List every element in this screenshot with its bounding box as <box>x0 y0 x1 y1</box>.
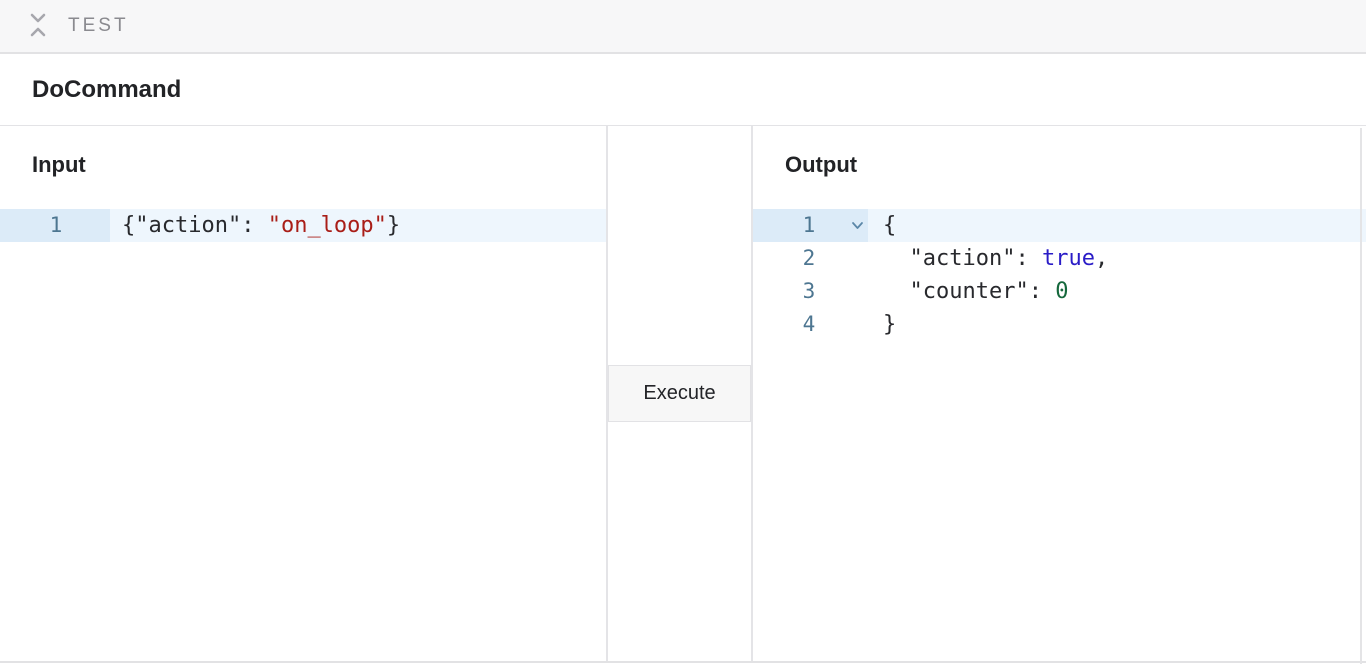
main-area: Input 1{"action": "on_loop"} Execute Out… <box>0 126 1366 663</box>
test-topbar: TEST <box>0 0 1366 54</box>
code-token-plain: { <box>883 213 897 238</box>
execute-button[interactable]: Execute <box>608 365 751 422</box>
collapse-panel-button[interactable] <box>26 12 50 40</box>
right-edge-divider <box>1360 128 1362 664</box>
code-line-content: } <box>868 308 896 341</box>
editor-line: 4} <box>753 308 1366 341</box>
code-token-plain: } <box>883 312 897 337</box>
chevron-down-icon[interactable] <box>848 209 866 242</box>
editor-line: 3 "counter": 0 <box>753 275 1366 308</box>
editor-line: 2 "action": true, <box>753 242 1366 275</box>
input-panel: Input 1 {"action": "on_loop"} <box>0 126 608 661</box>
code-line-content: "action": true, <box>868 242 1108 275</box>
code-line-content: {"action": "on_loop"} <box>110 209 400 242</box>
input-heading: Input <box>32 152 86 177</box>
line-number: 1 <box>49 213 63 237</box>
output-heading: Output <box>785 152 858 177</box>
editor-gutter: 4 <box>753 308 868 341</box>
line-number: 2 <box>802 246 816 270</box>
input-code-editor[interactable]: 1 {"action": "on_loop"} <box>0 209 606 242</box>
code-token-plain: "action": <box>883 246 1042 271</box>
command-title: DoCommand <box>32 75 182 103</box>
code-token-plain: "counter": <box>883 279 1056 304</box>
output-panel: Output 1{2 "action": true,3 "counter": 0… <box>753 126 1366 661</box>
execute-column: Execute <box>608 126 753 661</box>
editor-gutter: 1 <box>753 209 868 242</box>
code-token-plain: } <box>386 213 401 238</box>
editor-gutter: 1 <box>0 209 110 242</box>
line-number: 3 <box>802 279 816 303</box>
editor-line: 1{ <box>753 209 1366 242</box>
collapse-vertical-icon <box>28 12 48 41</box>
code-line-content: { <box>868 209 896 242</box>
editor-gutter: 3 <box>753 275 868 308</box>
command-header: DoCommand <box>0 54 1366 126</box>
code-token-string: "on_loop" <box>267 213 387 238</box>
editor-gutter: 2 <box>753 242 868 275</box>
code-token-plain: , <box>1094 246 1109 271</box>
code-token-number: 0 <box>1055 279 1069 304</box>
line-number: 1 <box>802 213 816 237</box>
code-token-atom: true <box>1041 246 1095 271</box>
editor-line: 1 {"action": "on_loop"} <box>0 209 606 242</box>
topbar-title: TEST <box>68 15 129 36</box>
code-token-plain: {"action": <box>122 213 268 238</box>
code-line-content: "counter": 0 <box>868 275 1068 308</box>
line-number: 4 <box>802 312 816 336</box>
